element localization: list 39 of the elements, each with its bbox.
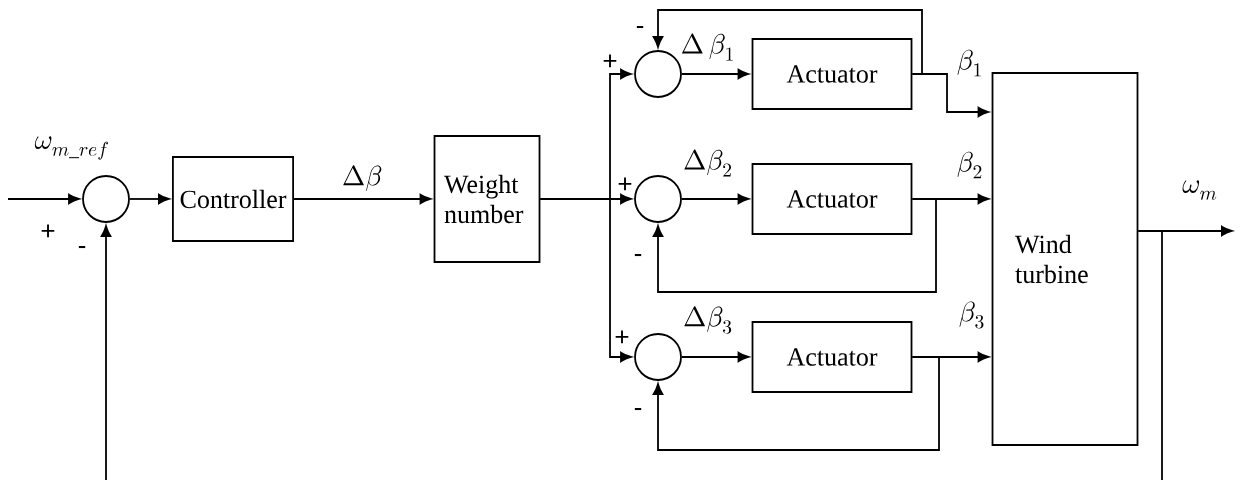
signal-label: $\Delta\beta_{2}$ [684,149,731,177]
signal-label: $\Delta\,\beta_{1}$ [682,33,733,61]
sign-label: - [634,254,642,257]
summing-junction [634,175,682,223]
arrow [129,193,170,205]
block-box: Weight number [433,135,541,263]
sign-label: + [615,330,629,344]
arrow [681,193,750,205]
sign-label: + [618,177,632,191]
signal-label: $\omega_{m}$ [1182,180,1217,200]
signal-label: $\beta_{1}$ [957,49,981,77]
arrow [652,9,923,75]
sign-label: - [634,408,642,411]
summing-junction [634,50,682,98]
signal-label: $\beta_{3}$ [959,301,984,329]
connector-line [1137,230,1163,480]
block-box: Actuator [751,321,913,393]
arrow [652,356,940,451]
block-box: Actuator [751,163,913,235]
summing-junction [634,333,682,381]
arrow [652,198,937,293]
arrow [100,225,112,480]
block-box: Wind turbine [991,72,1139,446]
signal-label: $\Delta\beta_{3}$ [684,306,732,334]
block-box: Actuator [751,38,913,110]
sign-label: + [603,54,617,68]
arrow [539,198,632,363]
signal-label: $\Delta\beta$ [343,165,382,191]
signal-label: $\beta_{2}$ [957,151,982,179]
sign-label: - [78,246,86,249]
signal-label: $\omega_{m\_ref}$ [34,136,108,160]
block-box: Controller [172,156,294,242]
arrow [293,193,432,205]
arrow [7,193,80,205]
summing-junction [82,175,130,223]
sign-label: + [41,224,55,238]
sign-label: - [636,26,644,29]
arrow [681,351,750,363]
arrow [681,68,750,80]
